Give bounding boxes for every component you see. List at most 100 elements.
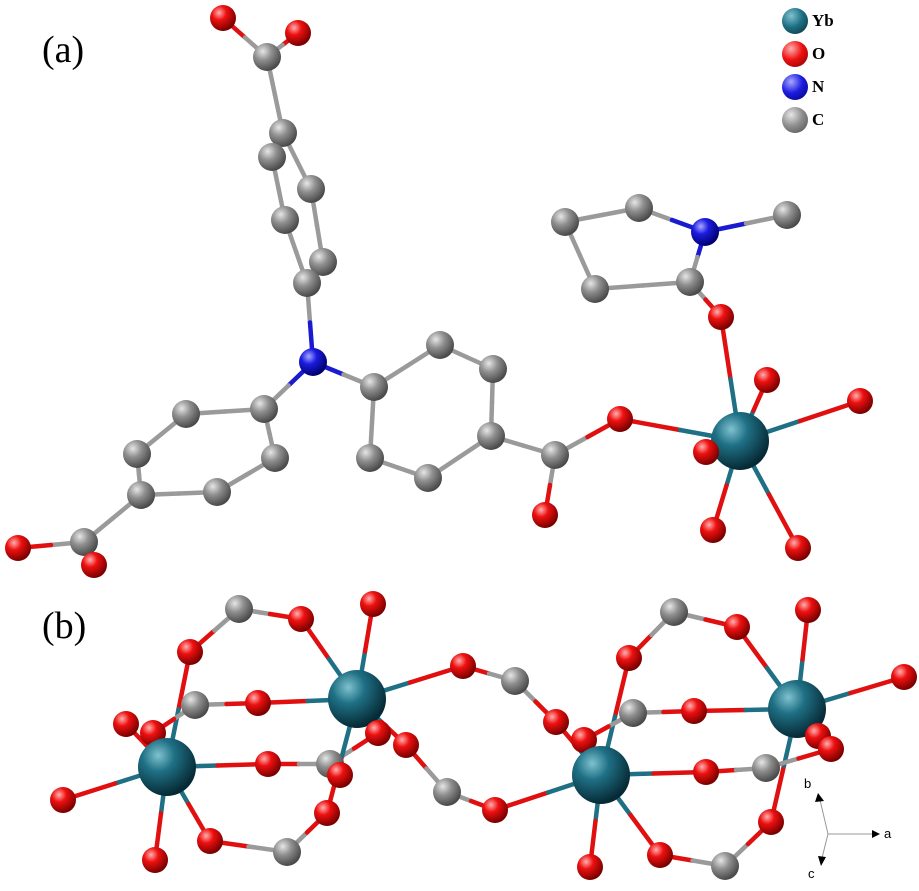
oxygen-atom bbox=[360, 591, 386, 617]
carbon-atom bbox=[123, 440, 151, 468]
axis-c-arrow-icon bbox=[818, 856, 826, 866]
ytterbium-atom bbox=[572, 746, 630, 804]
carbon-atom bbox=[625, 194, 653, 222]
legend-item: C bbox=[782, 103, 902, 136]
oxygen-atom bbox=[532, 502, 558, 528]
carbon-atom bbox=[127, 481, 155, 509]
oxygen-atom bbox=[577, 854, 603, 880]
panel-label-b: (b) bbox=[42, 605, 87, 647]
oxygen-atom bbox=[708, 304, 734, 330]
carbon-atom bbox=[501, 667, 529, 695]
oxygen-atom bbox=[113, 711, 139, 737]
oxygen-atom bbox=[50, 787, 76, 813]
axis-b-arrow-icon bbox=[815, 793, 824, 802]
legend-label: O bbox=[812, 43, 826, 63]
axis-a-arrow-icon bbox=[872, 830, 880, 838]
carbon-atom bbox=[477, 422, 505, 450]
oxygen-atom bbox=[847, 388, 873, 414]
oxygen-atom bbox=[543, 709, 569, 735]
oxygen-atom bbox=[607, 406, 633, 432]
carbon-atom bbox=[293, 269, 321, 297]
oxygen-atom bbox=[700, 517, 726, 543]
carbon-atom bbox=[258, 143, 286, 171]
carbon-atom-icon bbox=[782, 106, 808, 133]
axis-label-a: a bbox=[884, 826, 892, 841]
legend-label: Yb bbox=[812, 10, 834, 30]
oxygen-atom bbox=[81, 552, 107, 578]
ytterbium-atom bbox=[138, 738, 196, 796]
carbon-atom bbox=[70, 528, 98, 556]
carbon-atom bbox=[541, 441, 569, 469]
carbon-atom bbox=[676, 268, 704, 296]
carbon-atom bbox=[433, 778, 461, 806]
legend-label: C bbox=[812, 109, 825, 129]
carbon-atom bbox=[271, 206, 299, 234]
carbon-atom bbox=[181, 691, 209, 719]
carbon-atom bbox=[261, 444, 289, 472]
legend-label: N bbox=[812, 76, 825, 96]
carbon-atom bbox=[711, 852, 739, 880]
oxygen-atom bbox=[818, 736, 844, 762]
carbon-atom bbox=[551, 208, 579, 236]
oxygen-atom bbox=[365, 720, 391, 746]
carbon-atom bbox=[581, 275, 609, 303]
carbon-atom bbox=[773, 201, 801, 229]
carbon-atom bbox=[172, 400, 200, 428]
carbon-atom bbox=[479, 355, 507, 383]
oxygen-atom bbox=[210, 5, 236, 31]
legend: Yb O N C bbox=[782, 4, 902, 136]
oxygen-atom bbox=[285, 20, 311, 46]
oxygen-atom bbox=[785, 535, 811, 561]
oxygen-atom bbox=[724, 614, 750, 640]
carbon-atom bbox=[253, 43, 281, 71]
panel-label-a: (a) bbox=[42, 29, 85, 71]
oxygen-atom bbox=[482, 797, 508, 823]
carbon-atom bbox=[426, 331, 454, 359]
carbon-atom bbox=[356, 444, 384, 472]
oxygen-atom bbox=[571, 727, 597, 753]
oxygen-atom bbox=[197, 828, 223, 854]
oxygen-atom bbox=[754, 367, 780, 393]
oxygen-atom bbox=[177, 639, 203, 665]
ytterbium-atom bbox=[768, 680, 826, 738]
oxygen-atom bbox=[327, 762, 353, 788]
oxygen-atom bbox=[393, 732, 419, 758]
oxygen-atom bbox=[795, 597, 821, 623]
axis-label-b: b bbox=[804, 776, 812, 791]
legend-item: O bbox=[782, 37, 902, 70]
oxygen-atom bbox=[693, 759, 719, 785]
oxygen-atom bbox=[450, 653, 476, 679]
oxygen-atom bbox=[245, 690, 271, 716]
carbon-atom bbox=[619, 699, 647, 727]
carbon-atom bbox=[297, 175, 325, 203]
carbon-atom bbox=[414, 464, 442, 492]
carbon-atom bbox=[225, 595, 253, 623]
carbon-atom bbox=[250, 395, 278, 423]
legend-item: Yb bbox=[782, 4, 902, 37]
nitrogen-atom-icon bbox=[782, 73, 808, 100]
ytterbium-atom-icon bbox=[782, 7, 808, 34]
ytterbium-atom bbox=[328, 670, 386, 728]
carbon-atom bbox=[752, 754, 780, 782]
oxygen-atom bbox=[142, 847, 168, 873]
carbon-atom bbox=[269, 119, 297, 147]
oxygen-atom bbox=[5, 535, 31, 561]
oxygen-atom bbox=[681, 698, 707, 724]
nitrogen-atom bbox=[691, 218, 719, 246]
carbon-atom bbox=[360, 373, 388, 401]
ytterbium-atom bbox=[711, 412, 769, 470]
oxygen-atom bbox=[891, 664, 917, 690]
axis-label-c: c bbox=[808, 866, 815, 881]
legend-item: N bbox=[782, 70, 902, 103]
oxygen-atom bbox=[758, 809, 784, 835]
carbon-atom bbox=[660, 598, 688, 626]
oxygen-atom bbox=[255, 751, 281, 777]
oxygen-atom-icon bbox=[782, 40, 808, 67]
nitrogen-atom bbox=[299, 348, 327, 376]
carbon-atom bbox=[203, 478, 231, 506]
oxygen-atom bbox=[616, 645, 642, 671]
oxygen-atom bbox=[647, 842, 673, 868]
carbon-atom bbox=[273, 838, 301, 866]
